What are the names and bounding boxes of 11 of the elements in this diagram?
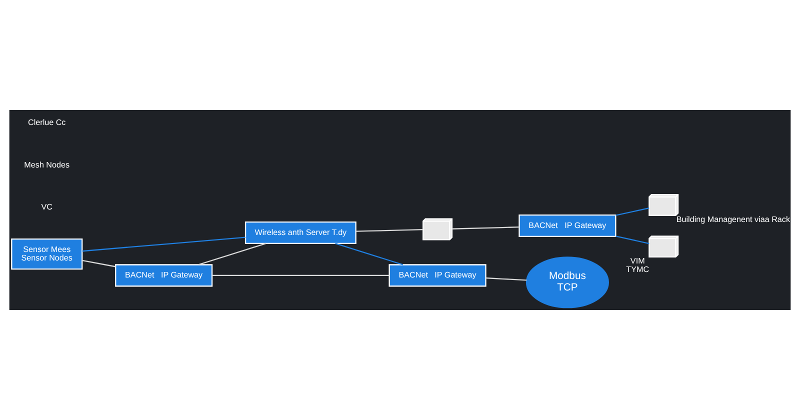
connector xyxy=(198,242,266,266)
connector xyxy=(82,236,246,252)
connector xyxy=(452,226,520,230)
connector xyxy=(486,277,527,281)
connector xyxy=(212,274,390,276)
connector xyxy=(82,260,116,268)
connector xyxy=(616,207,650,216)
connector xyxy=(335,242,404,266)
connector xyxy=(356,229,424,232)
node-ellipse: Modbus TCP xyxy=(526,256,609,308)
connector xyxy=(616,236,650,244)
